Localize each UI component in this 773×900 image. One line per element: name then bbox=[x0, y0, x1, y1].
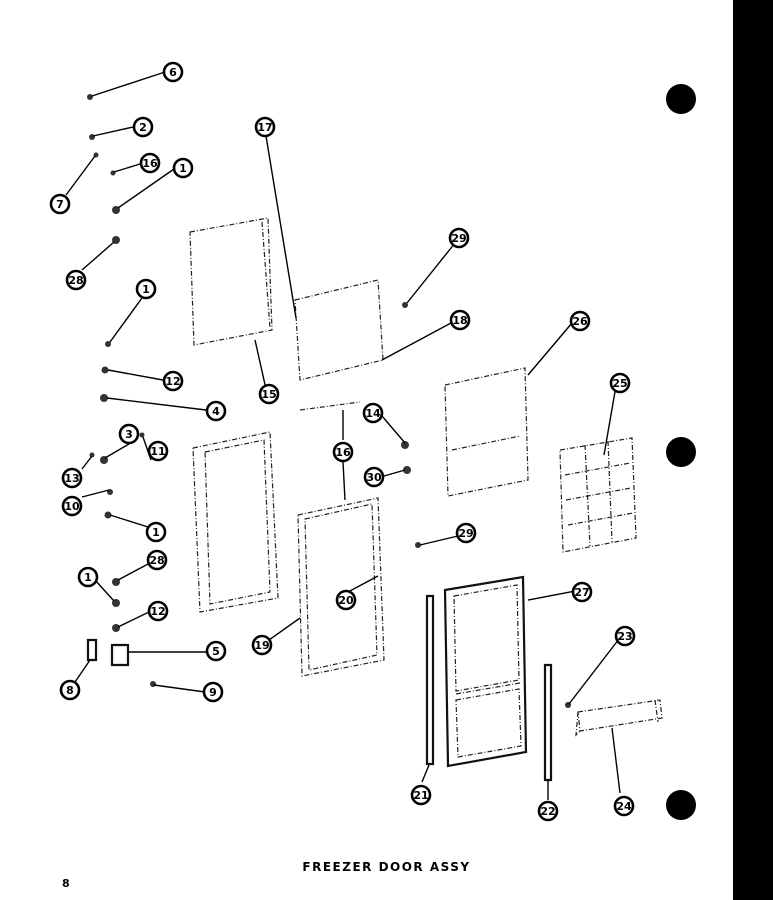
callout-2: 2 bbox=[132, 116, 154, 138]
svg-text:18: 18 bbox=[452, 314, 467, 327]
leader-lines bbox=[65, 71, 621, 800]
diagram-title: FREEZER DOOR ASSY bbox=[302, 860, 471, 874]
callout-8: 8 bbox=[59, 679, 81, 701]
callout-12: 12 bbox=[147, 600, 169, 622]
callout-6: 6 bbox=[162, 61, 184, 83]
callout-1: 1 bbox=[77, 566, 99, 588]
svg-text:8: 8 bbox=[66, 684, 74, 697]
callout-4: 4 bbox=[205, 400, 227, 422]
callout-12: 12 bbox=[162, 370, 184, 392]
svg-text:3: 3 bbox=[125, 428, 133, 441]
svg-text:16: 16 bbox=[335, 446, 351, 459]
callout-19: 19 bbox=[251, 634, 273, 656]
punch-hole-top bbox=[666, 84, 696, 114]
part-door-gasket-frame-15 bbox=[192, 431, 279, 613]
callout-13: 13 bbox=[61, 467, 83, 489]
callout-25: 25 bbox=[609, 372, 631, 394]
callout-11: 11 bbox=[147, 440, 169, 462]
svg-text:29: 29 bbox=[451, 232, 466, 245]
callout-24: 24 bbox=[613, 795, 635, 817]
part-panel-upper-center bbox=[294, 279, 384, 381]
part-door-assembly-27 bbox=[443, 575, 528, 768]
callout-28: 28 bbox=[65, 269, 87, 291]
svg-text:27: 27 bbox=[574, 586, 589, 599]
part-strip-21 bbox=[425, 594, 435, 766]
part-door-panel-20 bbox=[297, 497, 385, 677]
svg-text:20: 20 bbox=[338, 594, 354, 607]
callout-18: 18 bbox=[449, 309, 471, 331]
svg-text:28: 28 bbox=[149, 554, 164, 567]
callout-3: 3 bbox=[118, 423, 140, 445]
part-handle-24 bbox=[575, 699, 663, 737]
callout-10: 10 bbox=[61, 495, 83, 517]
callout-23: 23 bbox=[614, 625, 636, 647]
callout-5: 5 bbox=[205, 640, 227, 662]
svg-text:29: 29 bbox=[458, 527, 473, 540]
page-number: 8 bbox=[62, 877, 70, 890]
svg-text:23: 23 bbox=[617, 630, 632, 643]
callout-14: 14 bbox=[362, 402, 384, 424]
svg-text:4: 4 bbox=[212, 405, 220, 418]
callout-1: 1 bbox=[172, 157, 194, 179]
callout-16: 16 bbox=[332, 441, 354, 463]
svg-text:2: 2 bbox=[139, 121, 147, 134]
callout-26: 26 bbox=[569, 310, 591, 332]
svg-text:11: 11 bbox=[150, 445, 165, 458]
callout-20: 20 bbox=[335, 589, 357, 611]
svg-text:7: 7 bbox=[56, 198, 64, 211]
callout-1: 1 bbox=[135, 278, 157, 300]
punch-hole-middle bbox=[666, 437, 696, 467]
svg-text:13: 13 bbox=[64, 472, 79, 485]
svg-text:28: 28 bbox=[68, 274, 83, 287]
part-shelf-25 bbox=[559, 437, 637, 553]
svg-text:24: 24 bbox=[616, 800, 632, 813]
svg-text:19: 19 bbox=[254, 639, 269, 652]
svg-text:12: 12 bbox=[165, 375, 180, 388]
part-bracket-16 bbox=[299, 401, 361, 411]
svg-text:21: 21 bbox=[413, 789, 428, 802]
callout-15: 15 bbox=[258, 383, 280, 405]
svg-text:17: 17 bbox=[257, 121, 272, 134]
svg-text:1: 1 bbox=[152, 526, 160, 539]
callout-27: 27 bbox=[571, 581, 593, 603]
svg-text:25: 25 bbox=[612, 377, 627, 390]
svg-text:14: 14 bbox=[365, 407, 381, 420]
callout-22: 22 bbox=[537, 800, 559, 822]
svg-text:1: 1 bbox=[142, 283, 150, 296]
callout-1: 1 bbox=[145, 521, 167, 543]
punch-hole-bottom bbox=[666, 790, 696, 820]
callout-30: 30 bbox=[363, 466, 385, 488]
part-panel-upper-left bbox=[189, 217, 273, 346]
callout-16: 16 bbox=[139, 152, 161, 174]
part-strip-22 bbox=[543, 663, 553, 782]
callout-28: 28 bbox=[146, 549, 168, 571]
part-small-hardware bbox=[86, 94, 571, 708]
callout-17: 17 bbox=[254, 116, 276, 138]
svg-text:22: 22 bbox=[540, 805, 555, 818]
callout-7: 7 bbox=[49, 193, 71, 215]
callout-29: 29 bbox=[448, 227, 470, 249]
svg-text:30: 30 bbox=[366, 471, 382, 484]
callout-29: 29 bbox=[455, 522, 477, 544]
svg-text:12: 12 bbox=[150, 605, 165, 618]
part-liner-26 bbox=[444, 367, 529, 497]
svg-text:6: 6 bbox=[169, 66, 177, 79]
svg-text:10: 10 bbox=[64, 500, 80, 513]
binding-edge bbox=[733, 0, 773, 900]
svg-text:15: 15 bbox=[261, 388, 276, 401]
callout-9: 9 bbox=[202, 681, 224, 703]
callout-21: 21 bbox=[410, 784, 432, 806]
svg-text:9: 9 bbox=[209, 686, 217, 699]
svg-text:16: 16 bbox=[142, 157, 158, 170]
svg-text:1: 1 bbox=[179, 162, 187, 175]
svg-text:26: 26 bbox=[572, 315, 588, 328]
svg-text:5: 5 bbox=[212, 645, 220, 658]
svg-text:1: 1 bbox=[84, 571, 92, 584]
